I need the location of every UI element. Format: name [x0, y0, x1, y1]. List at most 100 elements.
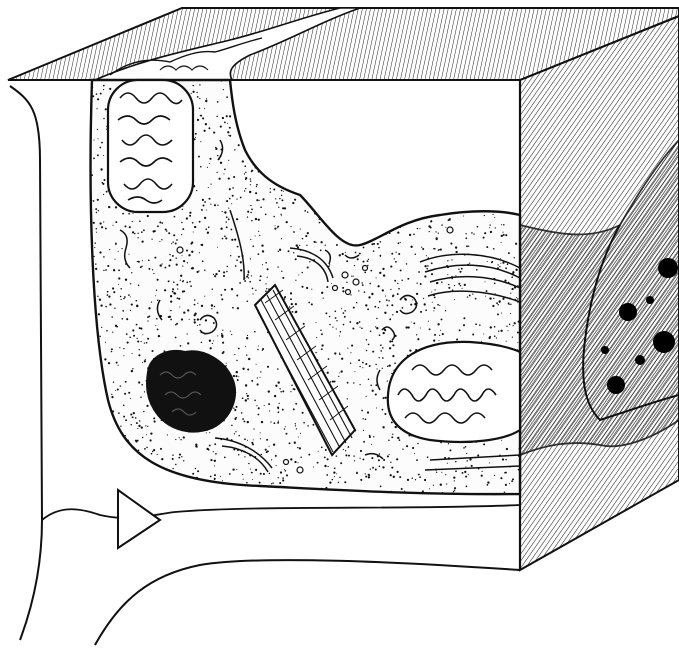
stipple-dot: [100, 93, 102, 95]
stipple-dot: [123, 348, 124, 349]
stipple-dot: [517, 332, 519, 334]
stipple-dot: [454, 480, 455, 481]
stipple-dot: [197, 119, 199, 121]
stipple-dot: [154, 420, 156, 422]
stipple-dot: [111, 351, 113, 353]
stipple-dot: [216, 116, 218, 118]
stipple-dot: [137, 237, 138, 238]
stipple-dot: [395, 252, 396, 253]
stipple-dot: [208, 226, 210, 228]
stipple-dot: [234, 239, 236, 241]
stipple-dot: [420, 283, 422, 285]
stipple-dot: [319, 222, 321, 224]
stipple-dot: [267, 366, 269, 368]
stipple-dot: [376, 327, 378, 329]
stipple-dot: [387, 365, 389, 367]
stipple-dot: [315, 322, 316, 323]
stipple-dot: [434, 334, 436, 336]
stipple-dot: [107, 265, 109, 267]
stipple-dot: [379, 334, 381, 336]
stipple-dot: [115, 206, 117, 208]
stipple-dot: [296, 428, 297, 429]
stipple-dot: [464, 471, 466, 473]
stipple-dot: [255, 235, 256, 236]
stipple-dot: [260, 473, 262, 475]
stipple-dot: [459, 329, 461, 331]
stipple-dot: [95, 268, 97, 270]
stipple-dot: [367, 308, 369, 310]
stipple-dot: [424, 275, 426, 277]
stipple-dot: [416, 283, 417, 284]
stipple-dot: [176, 263, 178, 265]
stipple-dot: [252, 288, 254, 290]
stipple-dot: [339, 372, 340, 373]
stipple-dot: [394, 362, 396, 364]
stipple-dot: [246, 482, 248, 484]
stipple-dot: [130, 296, 131, 297]
stipple-dot: [472, 334, 474, 336]
stipple-dot: [277, 477, 278, 478]
stipple-dot: [321, 333, 323, 335]
stipple-dot: [236, 469, 237, 470]
stipple-dot: [192, 267, 194, 269]
stipple-dot: [369, 283, 371, 285]
stipple-dot: [440, 484, 442, 486]
stipple-dot: [194, 304, 196, 306]
stipple-dot: [132, 353, 133, 354]
stipple-dot: [112, 410, 114, 412]
stipple-dot: [119, 347, 120, 348]
stipple-dot: [224, 211, 226, 213]
stipple-dot: [238, 348, 240, 350]
stipple-dot: [177, 297, 179, 299]
stipple-dot: [214, 474, 216, 476]
stipple-dot: [229, 115, 231, 117]
stipple-dot: [428, 321, 429, 322]
stipple-dot: [413, 233, 415, 235]
stipple-dot: [518, 469, 520, 471]
stipple-dot: [147, 316, 149, 318]
stipple-dot: [399, 439, 401, 441]
stipple-dot: [236, 295, 238, 297]
stipple-dot: [107, 294, 109, 296]
stipple-dot: [121, 299, 122, 300]
stipple-dot: [500, 330, 502, 332]
stipple-dot: [373, 250, 375, 252]
stipple-dot: [354, 371, 355, 372]
stipple-dot: [365, 473, 366, 474]
stipple-dot: [250, 239, 251, 240]
stipple-dot: [307, 211, 309, 213]
stipple-dot: [170, 300, 172, 302]
stipple-dot: [93, 140, 94, 141]
stipple-dot: [249, 281, 251, 283]
stipple-dot: [384, 413, 386, 415]
stipple-dot: [120, 288, 122, 290]
stipple-dot: [504, 491, 505, 492]
stipple-dot: [205, 123, 207, 125]
stipple-dot: [115, 390, 116, 391]
stipple-dot: [104, 179, 106, 181]
stipple-dot: [172, 288, 174, 290]
stipple-dot: [128, 392, 130, 394]
stipple-dot: [492, 305, 494, 307]
stipple-dot: [153, 273, 154, 274]
stipple-dot: [176, 239, 178, 241]
stipple-dot: [250, 212, 252, 214]
stipple-dot: [441, 318, 443, 320]
stipple-dot: [141, 240, 143, 242]
stipple-dot: [140, 328, 142, 330]
stipple-dot: [209, 340, 211, 342]
stipple-dot: [303, 422, 305, 424]
stipple-dot: [308, 302, 310, 304]
stipple-dot: [97, 138, 98, 139]
stipple-dot: [284, 428, 286, 430]
stipple-dot: [329, 264, 330, 265]
stipple-dot: [244, 165, 246, 167]
stipple-dot: [214, 479, 215, 480]
stipple-dot: [358, 290, 359, 291]
stipple-dot: [169, 316, 171, 318]
stipple-dot: [487, 484, 489, 486]
stipple-dot: [447, 274, 448, 275]
stipple-dot: [384, 397, 386, 399]
stipple-dot: [329, 316, 330, 317]
stipple-dot: [151, 238, 152, 239]
